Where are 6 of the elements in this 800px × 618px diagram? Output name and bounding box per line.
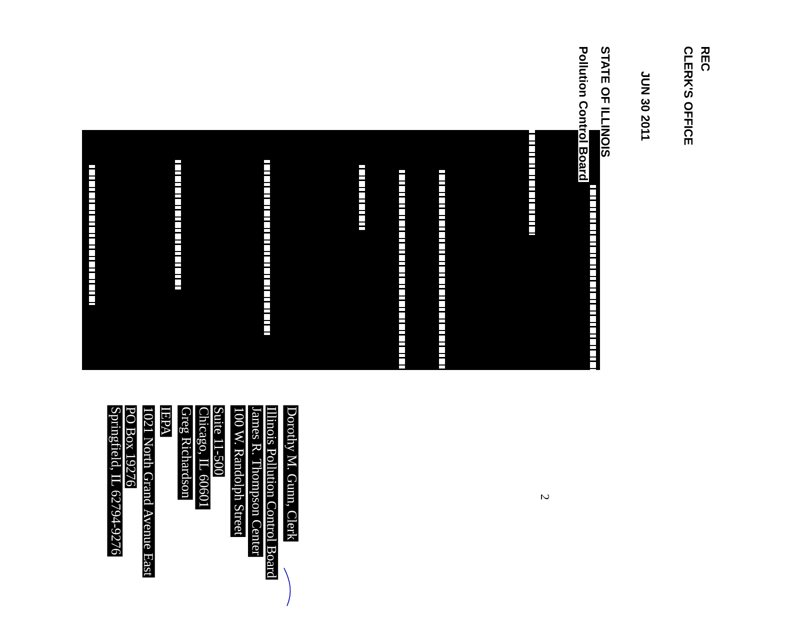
stamp-text: CLERK'S OFFICE — [683, 45, 694, 146]
stamp-text: STATE OF ILLINOIS — [600, 45, 611, 158]
page-number: 2 — [541, 494, 549, 500]
stamp-text: REC — [700, 45, 711, 72]
stamp-text: JUN 30 2011 — [640, 70, 651, 142]
stamp-text: Pollution Control Board — [578, 45, 589, 182]
